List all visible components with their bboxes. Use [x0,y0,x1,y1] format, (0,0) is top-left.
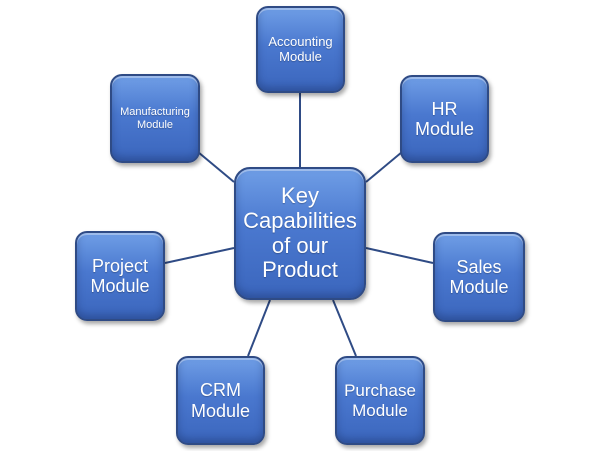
hr-module-label: HR Module [414,98,475,139]
connector-project [164,247,235,264]
purchase-module-label: Purchase Module [344,381,416,420]
connector-sales [365,247,434,264]
project-module-node: Project Module [75,231,165,321]
connector-manufacturing [197,151,235,183]
manufacturing-module-node: Manufacturing Module [110,74,200,163]
hr-module-node: HR Module [400,75,489,163]
connector-purchase [332,299,357,357]
connector-hr [365,151,403,183]
manufacturing-module-label: Manufacturing Module [120,106,190,131]
project-module-label: Project Module [90,255,150,296]
accounting-module-node: Accounting Module [256,6,345,93]
crm-module-node: CRM Module [176,356,265,445]
sales-module-node: Sales Module [433,232,525,322]
purchase-module-node: Purchase Module [335,356,425,445]
accounting-module-label: Accounting Module [268,33,333,64]
hub-label: Key Capabilities of our Product [243,182,357,283]
sales-module-label: Sales Module [449,256,509,297]
connector-crm [247,299,271,357]
hub-node: Key Capabilities of our Product [234,167,366,300]
crm-module-label: CRM Module [190,380,251,421]
